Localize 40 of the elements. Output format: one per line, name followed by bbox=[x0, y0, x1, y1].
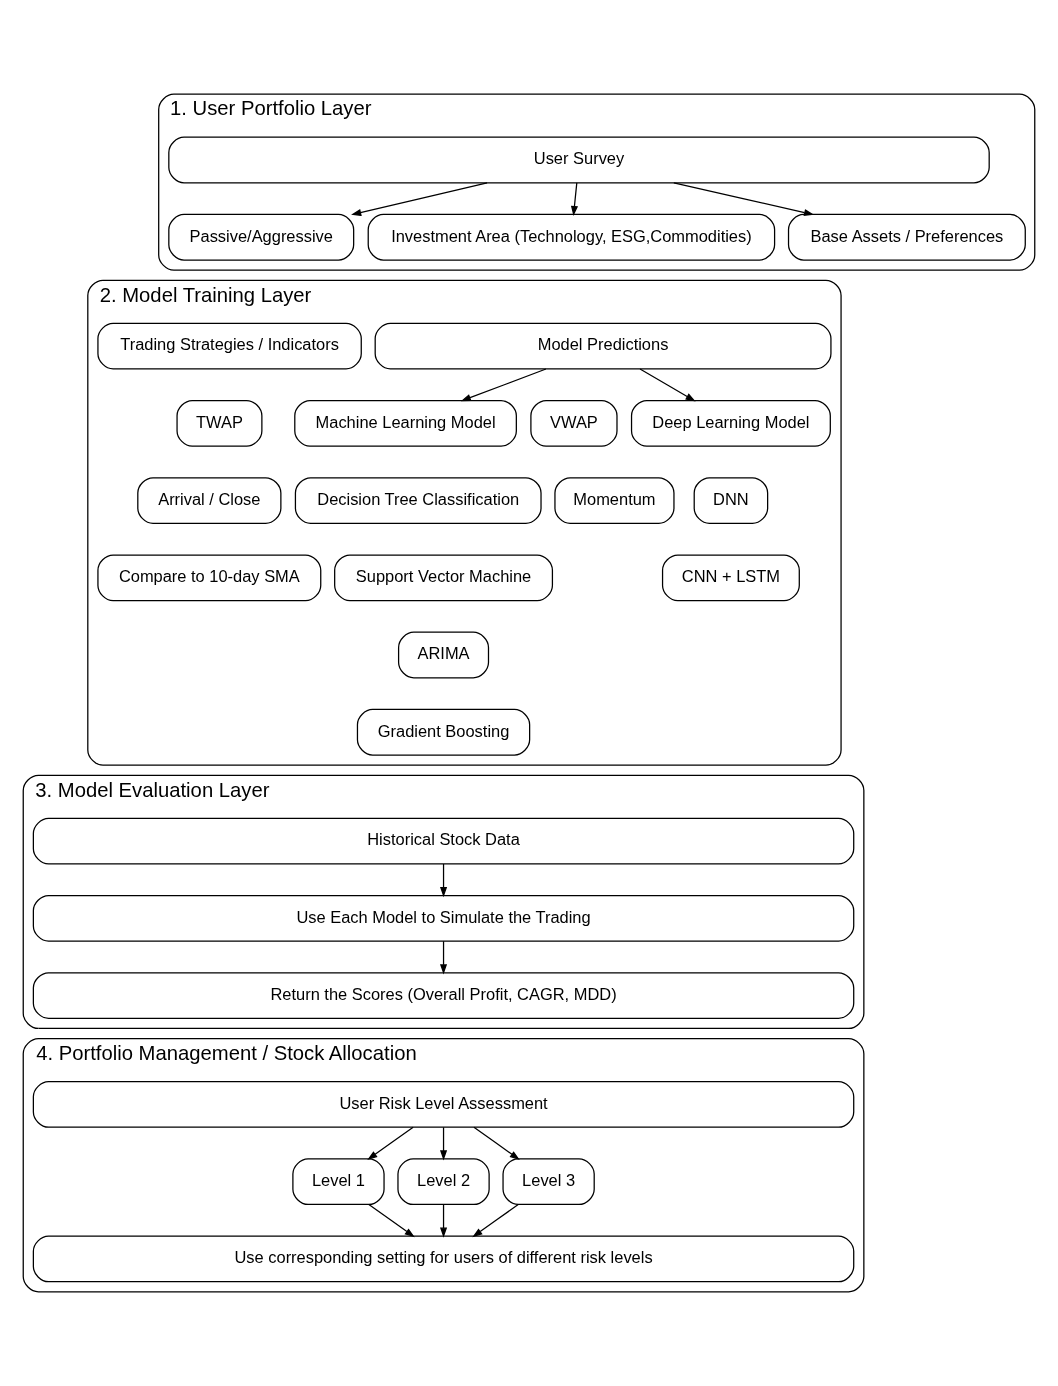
node-box: Trading Strategies / Indicators bbox=[97, 322, 362, 370]
node-box: Machine Learning Model bbox=[294, 399, 517, 447]
arrow bbox=[368, 1203, 415, 1238]
node-box: Level 2 bbox=[397, 1158, 490, 1206]
arrow bbox=[639, 368, 696, 402]
node-box: Compare to 10-day SMA bbox=[97, 554, 322, 602]
arrow bbox=[440, 1126, 448, 1161]
node-box: Model Predictions bbox=[374, 322, 832, 370]
node-box: Decision Tree Classification bbox=[294, 477, 542, 524]
arrow bbox=[460, 368, 547, 402]
node-box: User Survey bbox=[168, 136, 990, 184]
arrow bbox=[440, 1203, 448, 1238]
node-box: VWAP bbox=[530, 399, 618, 447]
node-box: Use corresponding setting for users of different risk levels bbox=[32, 1235, 855, 1283]
node-box: Base Assets / Preferences bbox=[787, 213, 1026, 261]
node-box: Return the Scores (Overall Profit, CAGR, MDD) bbox=[32, 972, 855, 1019]
node-box: Momentum bbox=[554, 477, 675, 524]
node-box: Passive/Aggressive bbox=[168, 213, 355, 261]
node-box: Support Vector Machine bbox=[334, 554, 554, 602]
node-box: Use Each Model to Simulate the Trading bbox=[32, 894, 855, 942]
node-box: Historical Stock Data bbox=[32, 817, 855, 865]
node-box: Level 3 bbox=[502, 1158, 595, 1206]
arrow bbox=[472, 1203, 519, 1238]
node-box: CNN + LSTM bbox=[661, 554, 800, 602]
node-box: DNN bbox=[693, 477, 769, 524]
arrow bbox=[367, 1126, 414, 1160]
node-box: Deep Learning Model bbox=[630, 399, 831, 447]
arrow bbox=[440, 863, 448, 898]
node-box: Arrival / Close bbox=[137, 477, 282, 524]
arrow bbox=[351, 182, 488, 216]
arrow bbox=[570, 182, 578, 217]
node-box: ARIMA bbox=[397, 631, 490, 679]
node-box: User Risk Level Assessment bbox=[32, 1081, 855, 1128]
arrow bbox=[473, 1126, 520, 1160]
node-box: Gradient Boosting bbox=[356, 708, 531, 756]
node-box: TWAP bbox=[176, 399, 263, 447]
node-box: Level 1 bbox=[292, 1158, 385, 1206]
node-box: Investment Area (Technology, ESG,Commodities) bbox=[367, 213, 776, 261]
arrow bbox=[673, 182, 815, 217]
arrow bbox=[440, 940, 448, 975]
